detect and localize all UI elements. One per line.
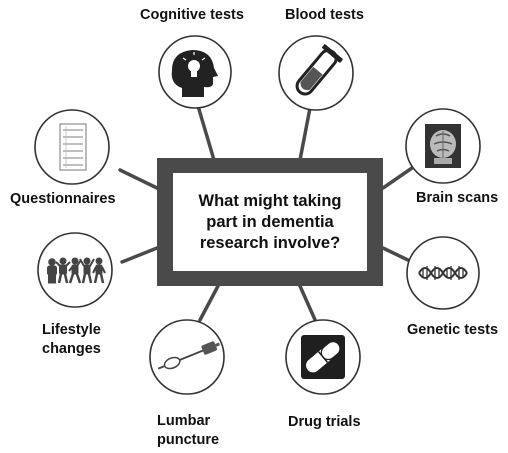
label-brain-scans: Brain scans [416,190,499,206]
connector-brain [381,166,414,190]
connector-lifestyle [120,246,159,264]
brain-scan-icon [425,124,461,168]
label-cognitive-tests: Cognitive tests [140,7,244,23]
center-question-text: What might taking part in dementia resea… [199,191,342,254]
center-question-frame: What might taking part in dementia resea… [157,158,383,286]
connector-genetic [381,246,414,264]
label-lumbar-puncture: Lumbar puncture [157,412,219,450]
pill-capsule-icon [301,335,345,379]
label-questionnaires: Questionnaires [10,191,116,207]
label-genetic-tests: Genetic tests [407,322,499,338]
label-lifestyle-line: Lifestyle [42,322,101,338]
people-exercising-icon [47,257,106,284]
questionnaire-form-icon [59,123,87,171]
label-lifestyle-changes: Lifestyle changes [42,321,101,359]
connectors [118,104,414,324]
connector-lumbar [198,284,220,322]
connector-drug [298,284,318,324]
needle-icon [157,341,221,370]
head-lightbulb-icon [171,50,218,97]
center-question-panel: What might taking part in dementia resea… [173,173,367,271]
label-drug-trials: Drug trials [288,414,361,430]
center-question-line: research involve? [199,233,341,252]
label-lumbar-line: Lumbar [157,413,211,429]
test-tube-icon [295,44,343,96]
connector-cognitive [196,104,216,162]
label-lifestyle-line: changes [42,341,101,357]
connector-questionnaire [118,168,159,190]
label-blood-tests: Blood tests [285,7,364,23]
center-question-line: What might taking [198,191,342,210]
center-question-line: part in dementia [206,212,334,231]
label-lumbar-line: puncture [157,432,220,448]
dna-icon [418,266,468,280]
connector-blood [298,106,312,162]
